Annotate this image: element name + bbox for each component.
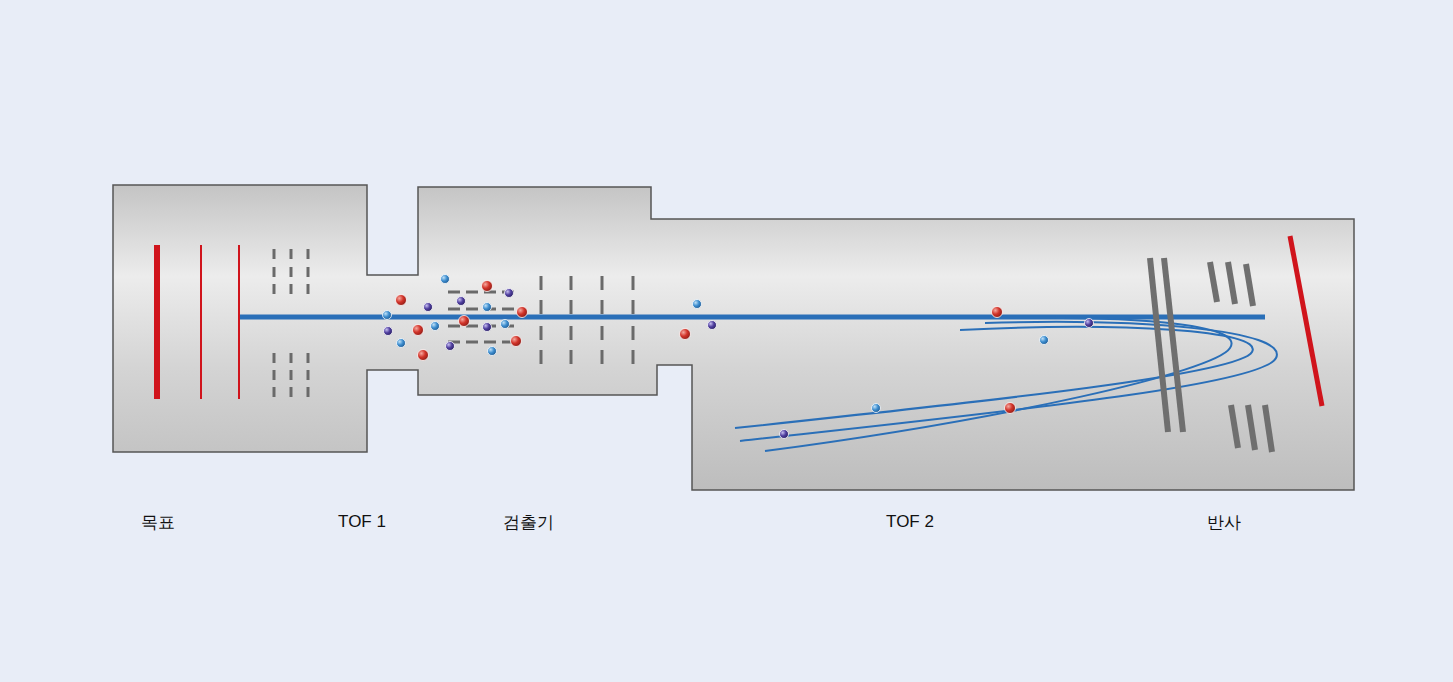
grid-dash — [570, 276, 573, 290]
section-label: 반사 — [1207, 511, 1241, 534]
ion — [1040, 336, 1049, 345]
ion — [397, 339, 406, 348]
ion — [413, 325, 424, 336]
grid-dash — [307, 387, 310, 397]
grid-dash — [601, 300, 604, 314]
grid-dash — [273, 370, 276, 380]
ion — [431, 322, 440, 331]
section-label: 목표 — [141, 511, 175, 534]
grid-dash — [273, 249, 276, 259]
ions — [383, 275, 1094, 439]
ion — [383, 311, 392, 320]
grid-dash — [601, 350, 604, 364]
ion — [992, 307, 1003, 318]
grid-dash — [307, 353, 310, 363]
grid-dash — [570, 326, 573, 340]
grid-dash — [290, 249, 293, 259]
ion — [459, 316, 470, 327]
ion — [505, 289, 514, 298]
acceleration-grids — [274, 249, 633, 397]
grid-dash — [307, 249, 310, 259]
ion — [483, 303, 492, 312]
grid-dash — [601, 326, 604, 340]
grid-dash — [632, 276, 635, 290]
grid-dash — [307, 267, 310, 277]
grid-dash — [273, 284, 276, 294]
ion — [441, 275, 450, 284]
target-plates — [157, 245, 239, 399]
section-label: TOF 1 — [338, 512, 386, 532]
grid-dash — [307, 284, 310, 294]
grid-dash — [632, 300, 635, 314]
reflector-electrodes — [1150, 258, 1272, 452]
grid-dash — [601, 276, 604, 290]
ion — [488, 347, 497, 356]
grid-dash — [570, 300, 573, 314]
ion — [1085, 319, 1094, 328]
ion — [501, 320, 510, 329]
ion — [780, 430, 789, 439]
ion — [872, 404, 881, 413]
grid-dash — [632, 350, 635, 364]
grid-dash — [540, 300, 543, 314]
grid-dash — [290, 387, 293, 397]
section-label: 검출기 — [503, 511, 554, 534]
ion — [418, 350, 429, 361]
ion — [517, 307, 528, 318]
grid-dash — [290, 370, 293, 380]
grid-dash — [570, 350, 573, 364]
ion — [483, 323, 492, 332]
ion — [708, 321, 717, 330]
ion — [446, 342, 455, 351]
detector-grid — [448, 341, 520, 344]
vacuum-chamber — [113, 185, 1354, 490]
ion — [693, 300, 702, 309]
section-label: TOF 2 — [886, 512, 934, 532]
ion — [457, 297, 466, 306]
reflected-trajectories — [735, 318, 1277, 451]
grid-dash — [540, 276, 543, 290]
ion — [384, 327, 393, 336]
grid-dash — [290, 284, 293, 294]
ion — [1005, 403, 1016, 414]
reflector-plate — [1290, 236, 1322, 406]
grid-dash — [273, 353, 276, 363]
ion — [680, 329, 691, 340]
ion — [511, 336, 522, 347]
ion — [396, 295, 407, 306]
grid-dash — [290, 353, 293, 363]
grid-dash — [307, 370, 310, 380]
grid-dash — [290, 267, 293, 277]
grid-dash — [540, 350, 543, 364]
grid-dash — [632, 326, 635, 340]
grid-dash — [540, 326, 543, 340]
grid-dash — [273, 387, 276, 397]
ion — [482, 281, 493, 292]
ion — [424, 303, 433, 312]
grid-dash — [273, 267, 276, 277]
